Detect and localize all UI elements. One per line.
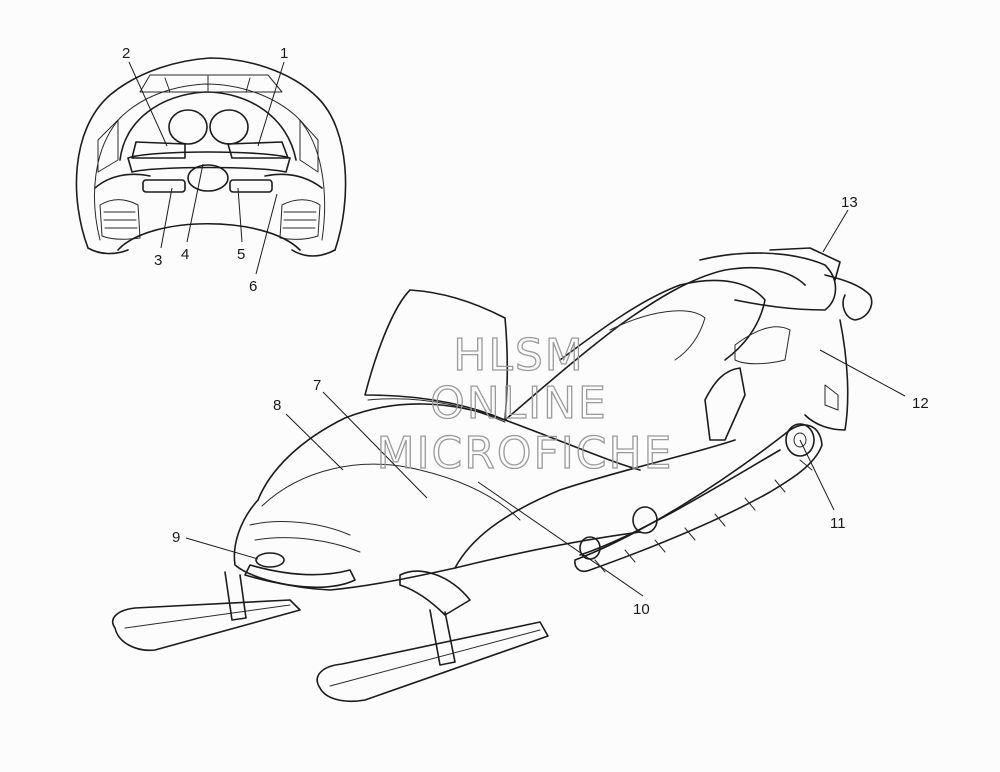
callout-2: 2 bbox=[122, 45, 130, 62]
callout-leaders bbox=[128, 61, 906, 597]
callout-11: 11 bbox=[830, 515, 846, 532]
callout-1: 1 bbox=[280, 45, 288, 62]
callout-13: 13 bbox=[841, 194, 858, 211]
callout-3: 3 bbox=[154, 252, 162, 269]
callout-6: 6 bbox=[249, 278, 257, 295]
watermark-line-3: MICROFICHE bbox=[377, 428, 674, 479]
watermark-line-2: ONLINE bbox=[430, 378, 608, 429]
callout-9: 9 bbox=[172, 529, 180, 546]
callout-7: 7 bbox=[313, 377, 321, 394]
callout-4: 4 bbox=[181, 246, 189, 263]
snowmobile-drawing bbox=[111, 247, 873, 703]
watermark: HLSM ONLINE MICROFICHE bbox=[376, 329, 674, 479]
callout-labels: 1 2 3 4 5 6 7 8 9 10 11 12 13 bbox=[122, 45, 929, 618]
callout-12: 12 bbox=[912, 395, 929, 412]
watermark-line-1: HLSM bbox=[453, 330, 585, 381]
dashboard-inset-drawing bbox=[75, 57, 347, 257]
callout-8: 8 bbox=[273, 397, 281, 414]
callout-5: 5 bbox=[237, 246, 245, 263]
callout-10: 10 bbox=[633, 601, 650, 618]
